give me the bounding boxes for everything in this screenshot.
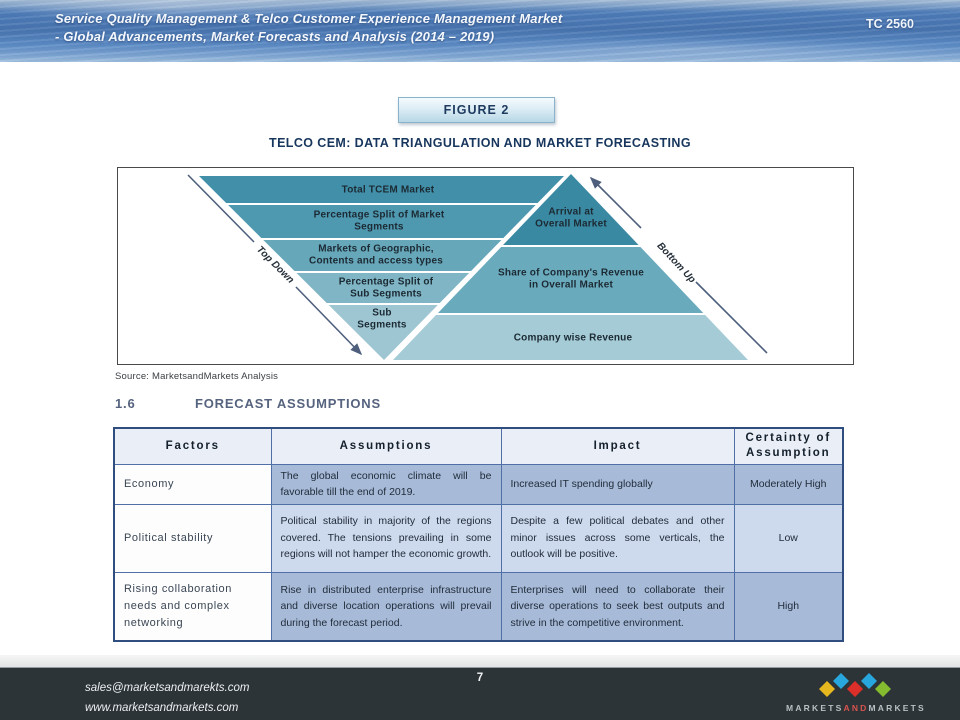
section-number: 1.6 (115, 396, 136, 411)
bottom-up-arrow-upper (589, 176, 642, 229)
cell-factor: Rising collaboration needs and complex n… (113, 571, 272, 642)
page-number: 7 (476, 672, 484, 684)
footer-website-link[interactable]: www.marketsandmarkets.com (85, 702, 239, 714)
figure-source-note: Source: MarketsandMarkets Analysis (115, 371, 279, 382)
forecast-assumptions-table: Factors Assumptions Impact Certainty of … (113, 427, 844, 642)
footer-email-link[interactable]: sales@marketsandmarekts.com (85, 682, 250, 694)
cell-impact: Despite a few political debates and othe… (500, 503, 735, 573)
funnel-label-total-tcem: Total TCEM Market (341, 184, 435, 196)
report-code: TC 2560 (866, 17, 914, 31)
figure-title: TELCO CEM: DATA TRIANGULATION AND MARKET… (269, 136, 691, 150)
report-header-banner: Service Quality Management & Telco Custo… (0, 0, 960, 62)
column-header-assumptions: Assumptions (270, 427, 502, 465)
logo-diamond-green (875, 681, 891, 697)
table-row-collaboration: Rising collaboration needs and complex n… (113, 571, 844, 642)
report-title-line2: - Global Advancements, Market Forecasts … (55, 29, 495, 44)
column-header-impact: Impact (500, 427, 735, 465)
top-down-arrow-lower (295, 286, 363, 356)
logo-diamond-blue-right (861, 673, 877, 689)
logo-wordmark: MARKETSANDMARKETS (781, 703, 931, 713)
cell-assumption: The global economic climate will be favo… (270, 463, 502, 505)
triangulation-shapes (187, 174, 768, 360)
funnel-label-sub-segments: Sub Segments (357, 307, 407, 331)
funnel-label-sub-split: Percentage Split of Sub Segments (338, 276, 434, 300)
funnel-label-geographic: Markets of Geographic, Contents and acce… (309, 243, 443, 267)
footer-bar: sales@marketsandmarekts.com www.marketsa… (0, 668, 960, 720)
figure-badge: FIGURE 2 (398, 97, 555, 123)
logo-diamond-yellow (819, 681, 835, 697)
cell-factor: Political stability (113, 503, 272, 573)
report-title-line1: Service Quality Management & Telco Custo… (55, 11, 563, 26)
pyramid-label-arrival: Arrival at Overall Market (535, 206, 607, 230)
logo-diamond-red (847, 681, 863, 697)
logo-diamond-blue-left (833, 673, 849, 689)
top-down-arrow-upper (187, 174, 255, 243)
report-title: Service Quality Management & Telco Custo… (55, 10, 562, 46)
section-title: FORECAST ASSUMPTIONS (195, 396, 381, 411)
funnel-band-2 (199, 205, 564, 238)
table-header-row: Factors Assumptions Impact Certainty of … (113, 427, 844, 465)
cell-certainty: High (733, 571, 844, 642)
pyramid-label-company-revenue: Company wise Revenue (513, 332, 633, 344)
column-header-certainty: Certainty of Assumption (733, 427, 844, 465)
logo-text-and: AND (843, 703, 869, 713)
cell-factor: Economy (113, 463, 272, 505)
pyramid-label-share-revenue: Share of Company's Revenue in Overall Ma… (498, 267, 644, 291)
funnel-band-1 (199, 176, 564, 203)
cell-certainty: Low (733, 503, 844, 573)
logo-diamonds-icon (819, 673, 891, 697)
table-row-political-stability: Political stability Political stability … (113, 503, 844, 573)
cell-certainty: Moderately High (733, 463, 844, 505)
cell-assumption: Political stability in majority of the r… (270, 503, 502, 573)
cell-impact: Increased IT spending globally (500, 463, 735, 505)
section-heading: 1.6 FORECAST ASSUMPTIONS (115, 396, 381, 411)
table-row-economy: Economy The global economic climate will… (113, 463, 844, 505)
data-triangulation-diagram: Total TCEM Market Percentage Split of Ma… (117, 167, 854, 365)
marketsandmarkets-logo: MARKETSANDMARKETS (781, 672, 931, 713)
logo-text-markets2: MARKETS (868, 703, 926, 713)
cell-impact: Enterprises will need to collaborate the… (500, 571, 735, 642)
page-bottom-edge (0, 655, 960, 668)
logo-text-markets1: MARKETS (786, 703, 844, 713)
column-header-factors: Factors (113, 427, 272, 465)
bottom-up-arrow-lower (695, 281, 768, 354)
cell-assumption: Rise in distributed enterprise infrastru… (270, 571, 502, 642)
funnel-label-market-segments: Percentage Split of Market Segments (313, 209, 445, 233)
pyramid-band-3 (393, 315, 748, 360)
footer-contact: sales@marketsandmarekts.com www.marketsa… (85, 678, 249, 718)
